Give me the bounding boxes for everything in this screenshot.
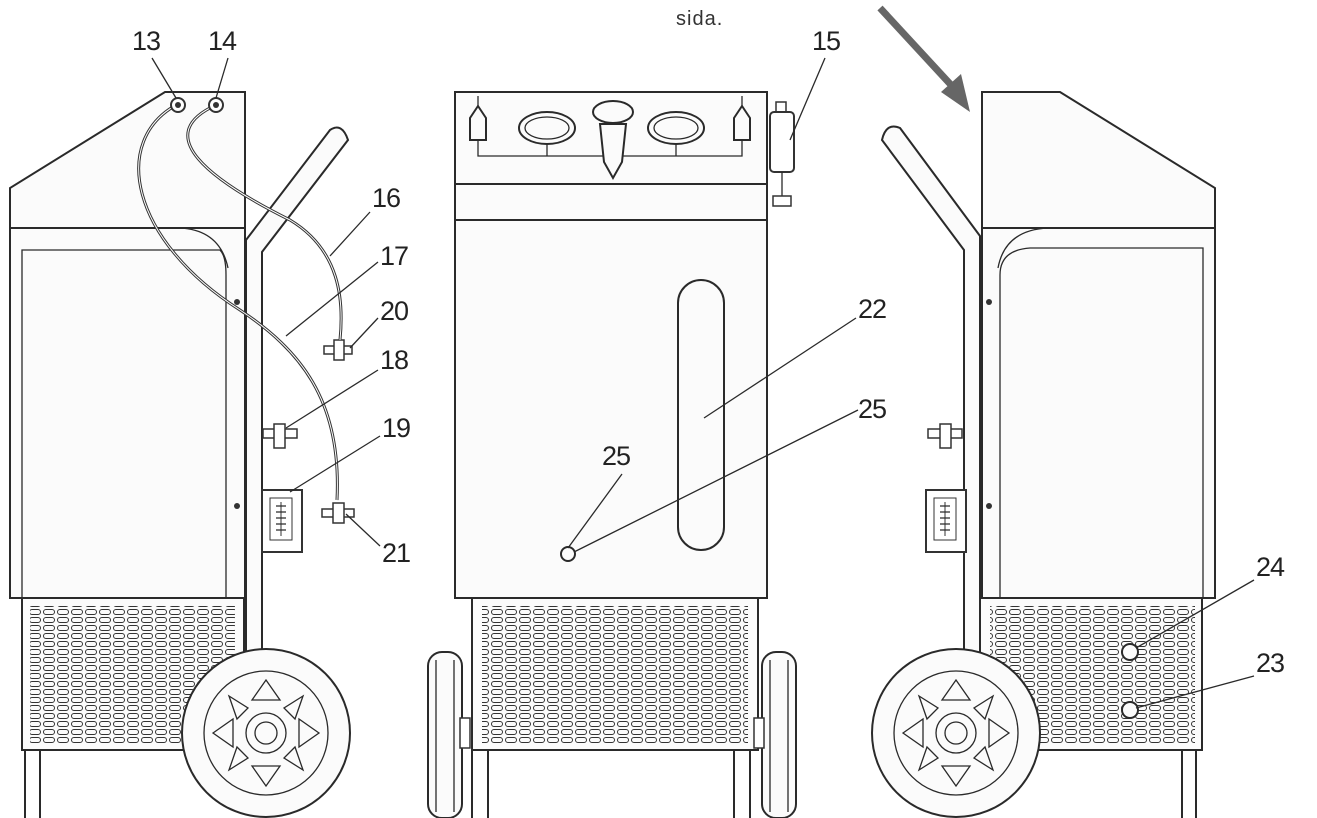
label-18: 18 [380, 345, 408, 375]
label-17: 17 [380, 241, 408, 271]
left-wheel [181, 648, 351, 818]
left-side-view [9, 91, 355, 818]
coupler-21 [321, 502, 355, 524]
right-coupler [927, 423, 963, 449]
label-20: 20 [380, 296, 408, 326]
coupler-18 [262, 423, 298, 449]
right-wheel [871, 648, 1041, 818]
label-25-left: 25 [602, 441, 630, 471]
label-23: 23 [1256, 648, 1284, 678]
coupler-20 [323, 339, 353, 361]
label-19: 19 [382, 413, 410, 443]
port-23 [1121, 701, 1139, 719]
filter-drier [769, 101, 795, 207]
label-25-right: 25 [858, 394, 886, 424]
port-24 [1121, 643, 1139, 661]
label-22: 22 [858, 294, 886, 324]
front-left-wheel [427, 651, 471, 818]
front-right-wheel [753, 651, 797, 818]
caption-text: sida. [676, 8, 723, 30]
label-24: 24 [1256, 552, 1285, 582]
label-15: 15 [812, 26, 840, 56]
right-side-view [871, 91, 1216, 818]
pointer-arrow [877, 5, 970, 112]
label-13: 13 [132, 26, 160, 56]
level-gauge [261, 489, 303, 553]
label-21: 21 [382, 538, 410, 568]
label-16: 16 [372, 183, 400, 213]
right-level-gauge [925, 489, 967, 553]
front-view [427, 91, 797, 818]
label-14: 14 [208, 26, 237, 56]
leader-lines [151, 57, 1255, 709]
